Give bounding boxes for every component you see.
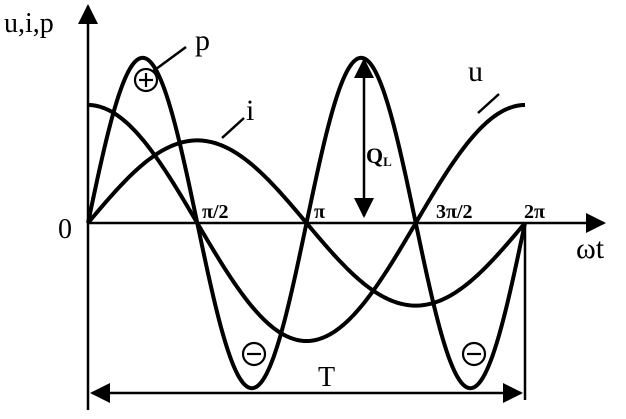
tick-label-pi: π <box>314 201 325 223</box>
tick-label-three-half-pi: 3π/2 <box>436 201 473 223</box>
period-label: T <box>318 362 335 393</box>
negative-sign-icon <box>241 341 267 367</box>
ql-label: QL <box>366 143 392 169</box>
curve-u <box>87 103 526 344</box>
p-leader-line <box>151 45 187 74</box>
u-leader-line <box>477 93 500 114</box>
x-axis-label: ωt <box>576 232 605 265</box>
curve-i-label: i <box>246 94 254 127</box>
negative-sign-icon <box>461 341 487 367</box>
tick-label-half-pi: π/2 <box>202 201 229 223</box>
origin-label: 0 <box>58 214 72 245</box>
curve-p <box>86 55 527 391</box>
tick-label-two-pi: 2π <box>524 201 545 223</box>
y-axis-label: u,i,p <box>4 8 54 39</box>
curve-p-label: p <box>195 24 210 57</box>
i-leader-line <box>221 117 245 139</box>
positive-sign-icon <box>133 67 159 93</box>
curve-u-label: u <box>468 55 483 88</box>
